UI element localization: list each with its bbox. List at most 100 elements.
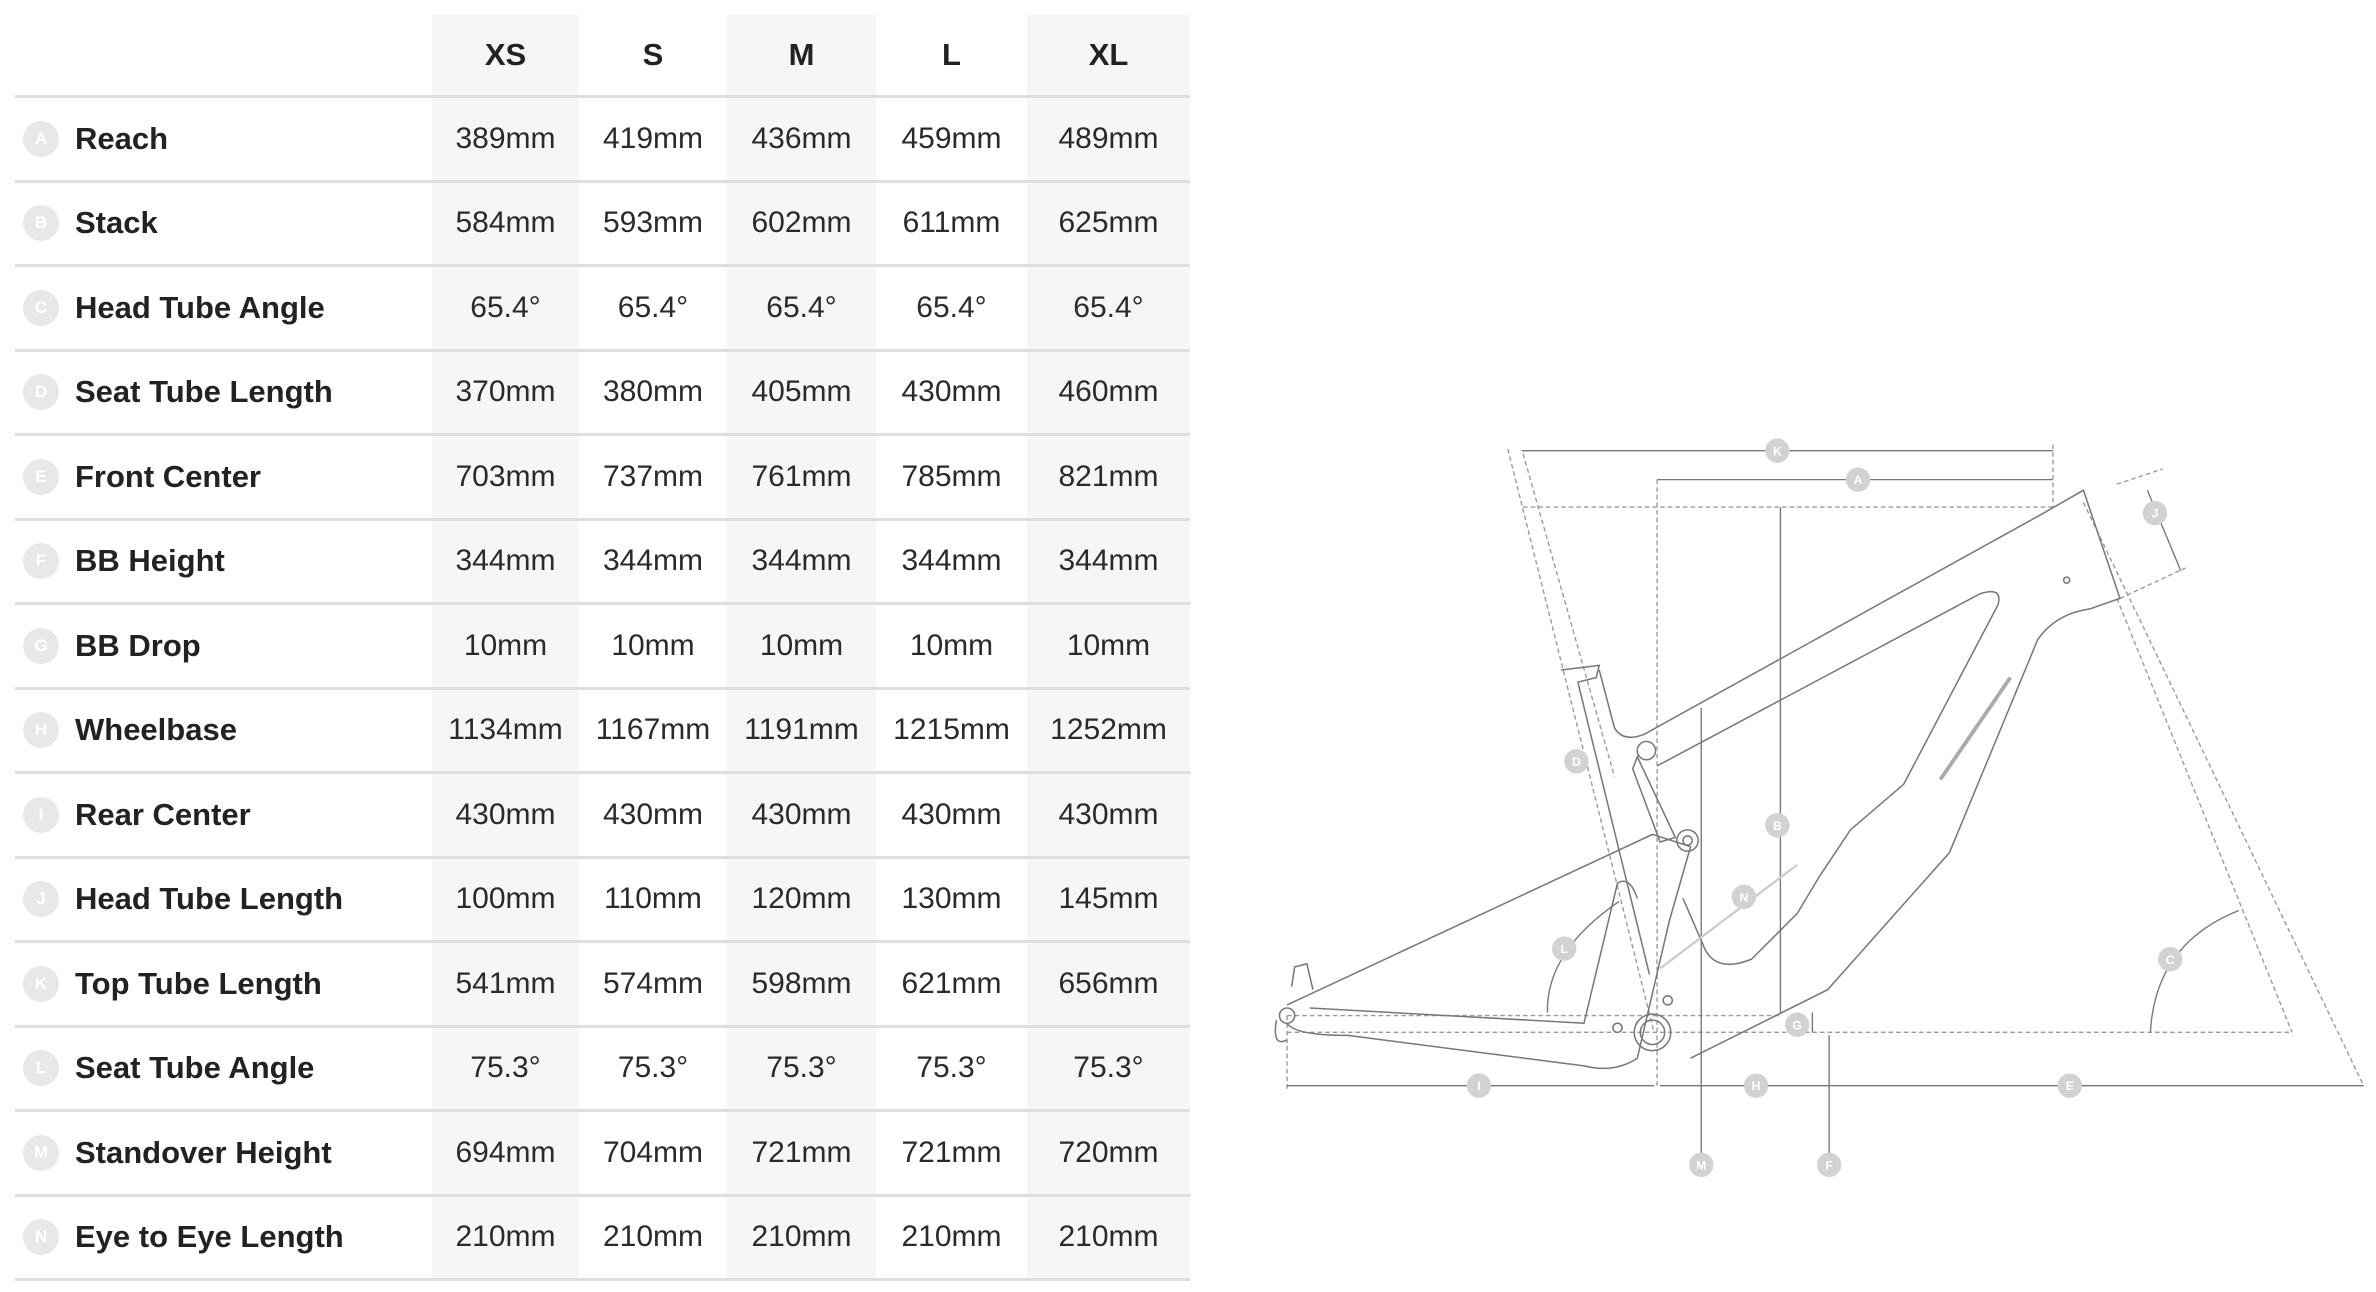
letter-badge: J (23, 881, 59, 918)
value-cell: 430mm (602, 797, 704, 831)
diagram-badge-l (1552, 936, 1577, 961)
diagram-badge-letter: J (2152, 507, 2159, 521)
letter-badge: L (23, 1050, 59, 1087)
measurement-name: Stack (75, 205, 158, 241)
value-cell: 703mm (455, 459, 556, 493)
diagram-badge-f (1816, 1152, 1842, 1178)
dimension-guides (1286, 444, 2365, 1089)
diagram-badge-c (2158, 947, 2183, 972)
value-cell: 65.4° (766, 290, 837, 324)
value-cell: 720mm (1058, 1135, 1159, 1169)
value-cell: 489mm (1058, 121, 1159, 155)
value-cell: 65.4° (1073, 290, 1144, 324)
value-cell: 380mm (602, 375, 704, 409)
letter-badge: G (23, 627, 59, 664)
measurement-name: Standover Height (75, 1134, 332, 1170)
value-cell: 10mm (463, 628, 548, 662)
row-label: L Seat Tube Angle (15, 1050, 432, 1087)
value-cell: 436mm (751, 121, 852, 155)
diagram-badge-d (1564, 749, 1589, 774)
value-cell: 75.3° (617, 1051, 689, 1085)
value-cell: 100mm (455, 882, 556, 916)
measurement-name: Top Tube Length (75, 965, 322, 1001)
measurement-name: Front Center (75, 458, 261, 494)
measurement-name: Head Tube Angle (75, 289, 325, 325)
value-cell: 656mm (1058, 966, 1159, 1000)
letter-badge: B (23, 205, 59, 242)
value-cell: 602mm (751, 206, 852, 240)
diagram-badge-letter: I (1477, 1079, 1480, 1093)
value-cell: 1191mm (744, 713, 859, 747)
letter-badge: A (23, 120, 59, 157)
value-cell: 210mm (1058, 1220, 1159, 1254)
value-cell: 10mm (611, 628, 695, 662)
value-cell: 210mm (455, 1220, 556, 1254)
dimension-lines (1287, 450, 2364, 1165)
size-header-m: M (788, 37, 815, 72)
diagram-badge-letter: A (1854, 473, 1863, 487)
diagram-badge-b (1765, 813, 1790, 838)
value-cell: 459mm (901, 121, 1002, 155)
measurement-name: Rear Center (75, 796, 251, 832)
value-cell: 430mm (751, 797, 852, 831)
size-header-xs: XS (484, 37, 527, 72)
letter-badge: D (23, 374, 59, 411)
value-cell: 694mm (455, 1135, 556, 1169)
value-cell: 1215mm (893, 713, 1010, 747)
diagram-badge-letter: E (2066, 1079, 2074, 1093)
value-cell: 419mm (602, 121, 704, 155)
diagram-badge-letter: D (1572, 755, 1581, 769)
value-cell: 721mm (901, 1135, 1002, 1169)
column-shade-m (727, 15, 876, 1279)
value-cell: 761mm (751, 459, 852, 493)
value-cell: 430mm (901, 797, 1002, 831)
measurement-name: Seat Tube Angle (75, 1050, 315, 1086)
value-cell: 430mm (455, 797, 556, 831)
value-cell: 130mm (901, 882, 1002, 916)
value-cell: 821mm (1058, 459, 1159, 493)
measurement-name: Eye to Eye Length (75, 1219, 344, 1255)
value-cell: 593mm (602, 206, 704, 240)
value-cell: 75.3° (1073, 1051, 1144, 1085)
value-cell: 389mm (455, 121, 556, 155)
value-cell: 75.3° (766, 1051, 837, 1085)
value-cell: 430mm (901, 375, 1002, 409)
diagram-badge-m (1689, 1152, 1714, 1178)
diagram-badge-letter: B (1773, 819, 1782, 833)
measurement-name: BB Drop (75, 627, 201, 663)
value-cell: 110mm (604, 882, 702, 916)
value-cell: 370mm (455, 375, 556, 409)
column-shade-xs (432, 15, 579, 1279)
bike-frame (1274, 489, 2121, 1070)
value-cell: 405mm (751, 375, 852, 409)
value-cell: 344mm (455, 544, 556, 578)
value-cell: 65.4° (470, 290, 541, 324)
letter-badge: F (23, 543, 59, 580)
diagram-badge-letter: G (1792, 1018, 1801, 1032)
diagram-badge-g (1784, 1012, 1810, 1037)
diagram-badge-h (1743, 1073, 1769, 1098)
value-cell: 344mm (901, 544, 1002, 578)
value-cell: 611mm (902, 206, 1001, 240)
value-cell: 344mm (602, 544, 704, 578)
diagram-badge-n (1731, 884, 1757, 910)
